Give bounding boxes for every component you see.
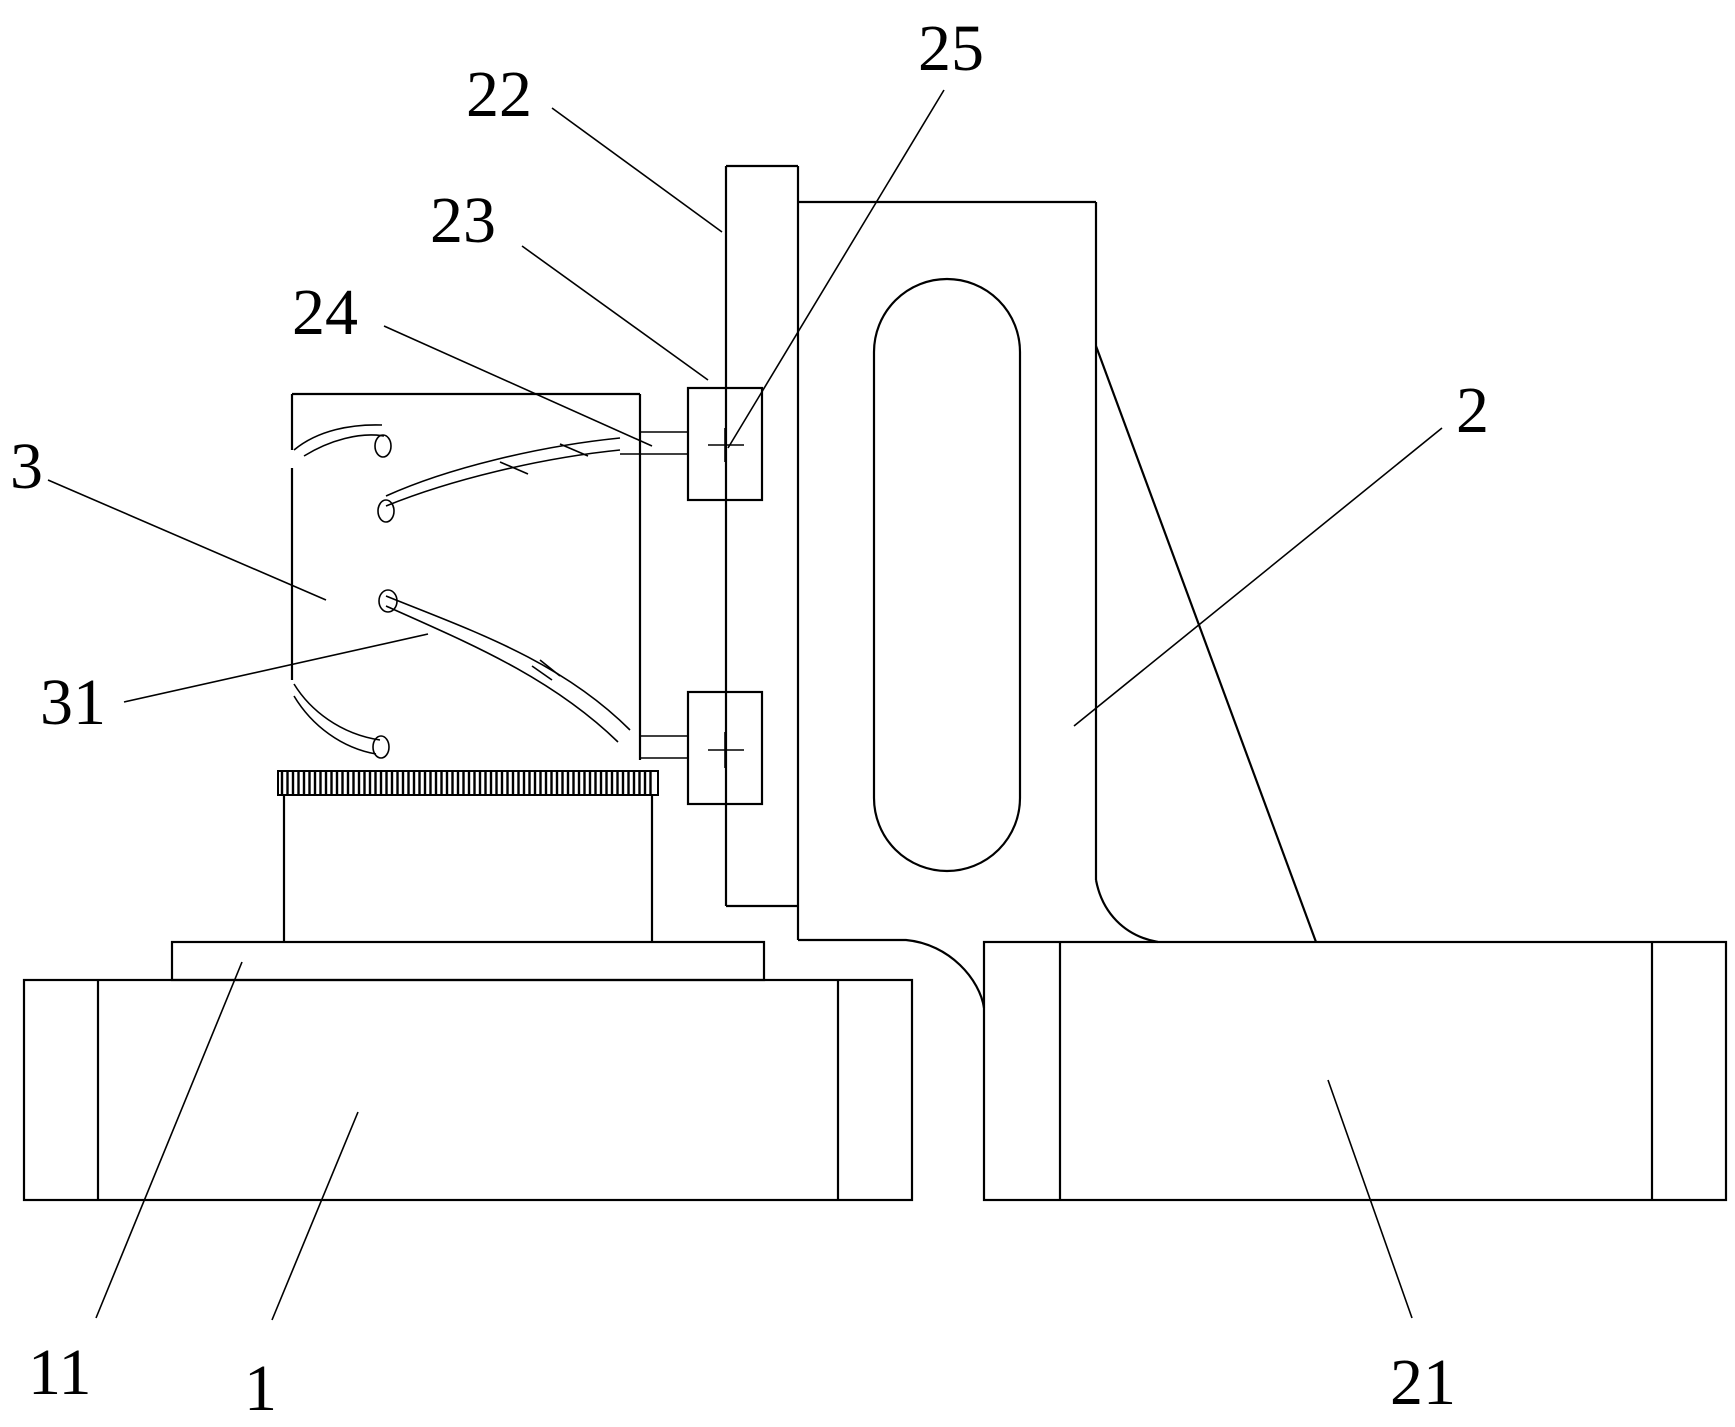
callout-21: 21 <box>1390 1346 1456 1419</box>
leader-24 <box>383 325 653 447</box>
slider-bottom <box>640 690 764 806</box>
leader-22 <box>551 107 723 233</box>
callout-25: 25 <box>918 12 984 85</box>
upper-cylinder <box>290 392 642 760</box>
callout-22: 22 <box>466 58 532 131</box>
leader-1 <box>271 1111 359 1321</box>
callout-11: 11 <box>28 1336 92 1409</box>
leader-23 <box>521 245 709 381</box>
leader-25 <box>727 89 945 449</box>
leader-21 <box>1327 1079 1413 1319</box>
gear-ring <box>277 770 659 796</box>
right-base <box>982 940 1728 1202</box>
leader-31 <box>123 633 429 703</box>
callouts: 22 25 23 24 3 2 31 11 1 21 <box>10 12 1489 1425</box>
base-plate <box>170 940 766 982</box>
lower-cylinder <box>282 794 654 942</box>
callout-24: 24 <box>292 276 358 349</box>
slider-top <box>620 386 764 502</box>
frame <box>796 200 1318 1009</box>
spiral-groove <box>293 424 631 759</box>
leader-2 <box>1073 427 1443 727</box>
callout-3: 3 <box>10 430 43 503</box>
callout-23: 23 <box>430 184 496 257</box>
callout-2: 2 <box>1456 374 1489 447</box>
callout-31: 31 <box>40 666 106 739</box>
guide-rail <box>724 164 800 908</box>
callout-1: 1 <box>244 1352 277 1422</box>
leader-11 <box>95 961 243 1319</box>
leader-3 <box>47 479 327 601</box>
leader-lines <box>47 89 1443 1321</box>
